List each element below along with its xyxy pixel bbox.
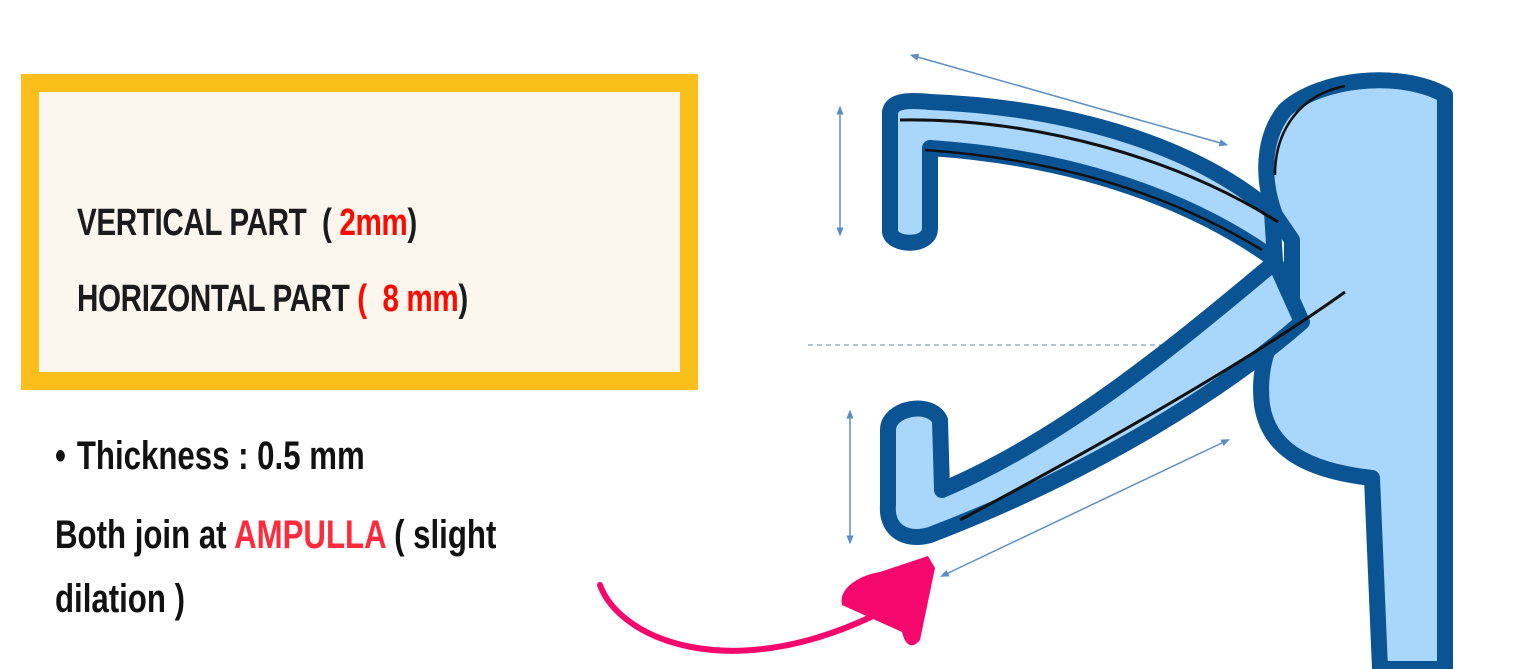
bullet: • bbox=[55, 434, 66, 478]
duodenum-shape bbox=[1253, 72, 1453, 669]
join-note-line2: dilation ) bbox=[55, 577, 185, 621]
vertical-part-line: VERTICAL PART ( 2mm) bbox=[77, 202, 417, 245]
horizontal-part-close: ) bbox=[458, 278, 468, 320]
sketch-line-head bbox=[1273, 84, 1346, 176]
join-prefix: Both join at bbox=[55, 513, 235, 557]
thickness-note: •Thickness : 0.5 mm bbox=[55, 434, 365, 479]
lower-duct bbox=[879, 254, 1310, 545]
pointer-arrow-curve bbox=[597, 582, 878, 654]
info-box: VERTICAL PART ( 2mm) HORIZONTAL PART ( 8… bbox=[21, 74, 698, 390]
vertical-part-value: 2mm bbox=[339, 202, 408, 244]
join-note: Both join at AMPULLA ( slight bbox=[55, 513, 496, 558]
upper-duct bbox=[882, 93, 1283, 268]
pointer-arrow-head bbox=[841, 556, 935, 646]
dimension-arrow-upper-horizontal bbox=[909, 53, 1229, 147]
horizontal-part-value: 8 mm bbox=[382, 278, 459, 320]
vertical-part-open: ( bbox=[322, 202, 340, 244]
horizontal-part-open: ( bbox=[357, 278, 375, 320]
horizontal-part-label: HORIZONTAL PART bbox=[77, 278, 350, 320]
sketch-line-upper-inner bbox=[924, 148, 1263, 252]
horizontal-part-line: HORIZONTAL PART ( 8 mm) bbox=[77, 278, 468, 321]
thickness-text: Thickness : 0.5 mm bbox=[76, 434, 365, 478]
dimension-arrow-lower-horizontal bbox=[939, 439, 1231, 577]
ampulla-highlight: AMPULLA bbox=[234, 513, 386, 557]
join-suffix: ( slight bbox=[385, 513, 497, 557]
vertical-part-label: VERTICAL PART bbox=[77, 202, 307, 244]
vertical-part-close: ) bbox=[407, 202, 417, 244]
